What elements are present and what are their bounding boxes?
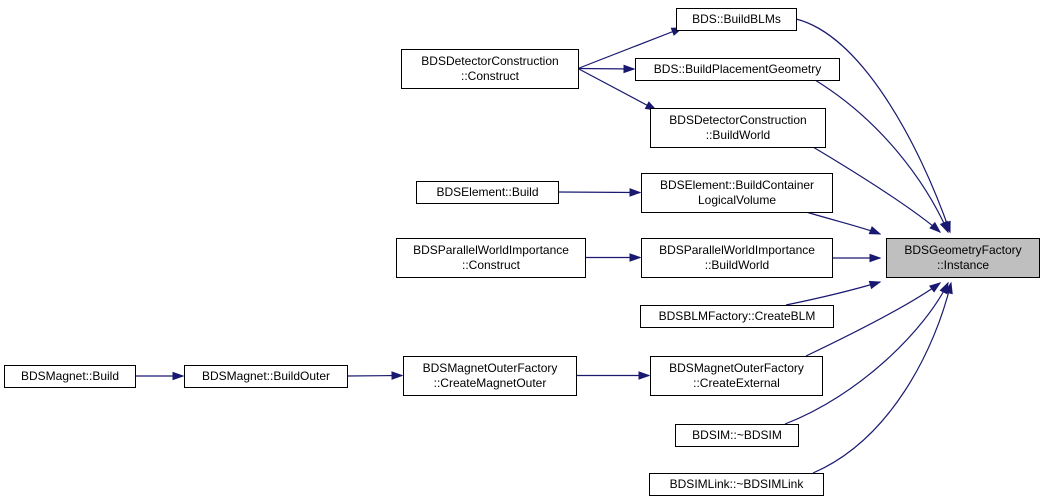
edge-line — [805, 211, 881, 235]
edge-line — [812, 282, 952, 474]
node-box — [640, 305, 834, 328]
node-box — [675, 424, 799, 447]
node-mof-createexternal[interactable]: BDSMagnetOuterFactory::CreateExternal — [650, 356, 823, 396]
node-pwi-buildworld[interactable]: BDSParallelWorldImportance::BuildWorld — [641, 238, 833, 278]
node-box — [416, 181, 559, 204]
node-label-line: BDSParallelWorldImportance — [413, 243, 569, 257]
node-label-line: ::BuildWorld — [706, 128, 770, 142]
node-box — [635, 58, 840, 81]
node-label-line: BDS::BuildPlacementGeometry — [654, 62, 821, 76]
edge-mof_createexternal-to-target — [805, 282, 942, 357]
arrowhead — [868, 226, 882, 235]
arrowhead — [944, 281, 953, 295]
arrowhead — [638, 371, 651, 380]
node-label-line: BDSIMLink::~BDSIMLink — [670, 477, 805, 491]
node-target[interactable]: BDSGeometryFactory::Instance — [886, 238, 1040, 278]
node-label-line: LogicalVolume — [698, 193, 776, 207]
node-label-line: ::CreateMagnetOuter — [434, 376, 547, 390]
edge-magnet_build-to-magnet_buildouter — [135, 371, 185, 381]
edge-line — [812, 146, 941, 233]
node-build-blms[interactable]: BDS::BuildBLMs — [676, 8, 797, 31]
node-blm-create[interactable]: BDSBLMFactory::CreateBLM — [640, 305, 834, 328]
arrowhead — [623, 64, 636, 74]
node-label-line: BDSGeometryFactory — [904, 243, 1021, 257]
node-box — [886, 238, 1040, 278]
edge-bdsim_dtor-to-target — [784, 281, 949, 425]
node-label-line: BDSIM::~BDSIM — [692, 428, 782, 442]
node-label-line: BDSMagnet::Build — [21, 369, 119, 383]
arrowhead — [928, 282, 942, 293]
node-detector-construct[interactable]: BDSDetectorConstruction::Construct — [401, 49, 579, 89]
edge-line — [785, 281, 881, 306]
node-label-line: BDSParallelWorldImportance — [659, 243, 815, 257]
arrowhead — [929, 221, 942, 233]
arrowhead — [391, 371, 404, 380]
edge-line — [577, 27, 683, 70]
edge-bdsimlink_dtor-to-target — [812, 281, 953, 474]
node-label-line: BDSDetectorConstruction — [669, 113, 806, 127]
node-magnet-buildouter[interactable]: BDSMagnet::BuildOuter — [184, 365, 348, 388]
node-magnet-build[interactable]: BDSMagnet::Build — [4, 365, 136, 388]
node-box — [641, 238, 833, 278]
node-label-line: ::Instance — [937, 258, 989, 272]
node-box — [649, 473, 824, 496]
edge-line — [784, 282, 949, 425]
edge-pwi_construct-to-pwi_buildworld — [585, 253, 642, 262]
node-label-line: BDSMagnet::BuildOuter — [202, 369, 330, 383]
node-box — [650, 356, 823, 396]
edge-line — [557, 191, 641, 194]
arrowhead — [629, 188, 642, 197]
node-detector-buildworld[interactable]: BDSDetectorConstruction::BuildWorld — [650, 108, 826, 148]
node-bdsim-dtor[interactable]: BDSIM::~BDSIM — [675, 424, 799, 447]
node-box — [676, 8, 797, 31]
edges-layer — [135, 18, 953, 474]
node-label-line: ::Construct — [461, 69, 520, 83]
node-box — [184, 365, 348, 388]
edge-line — [577, 67, 657, 111]
node-label-line: BDSElement::Build — [436, 185, 538, 199]
arrowhead — [868, 280, 882, 290]
arrowhead — [172, 371, 185, 381]
node-label-line: ::CreateExternal — [693, 376, 780, 390]
edge-line — [795, 18, 951, 233]
edge-detector_construct-to-build_placement — [577, 64, 636, 74]
node-element-build[interactable]: BDSElement::Build — [416, 181, 559, 204]
nodes-layer: BDSGeometryFactory::Instance BDS::BuildBL… — [4, 8, 1040, 496]
node-label-line: ::Construct — [462, 258, 521, 272]
node-box — [4, 365, 136, 388]
arrowhead — [869, 253, 882, 263]
node-box — [401, 49, 579, 89]
edge-element_buildcontainer-to-target — [805, 211, 882, 235]
node-build-placement[interactable]: BDS::BuildPlacementGeometry — [635, 58, 840, 81]
edge-magnet_buildouter-to-mof_createmagnetouter — [346, 371, 404, 380]
node-label-line: BDSDetectorConstruction — [421, 54, 558, 68]
edge-blm_create-to-target — [785, 280, 882, 306]
edge-line — [805, 282, 941, 357]
edge-build_placement-to-target — [814, 79, 949, 234]
node-box — [641, 173, 833, 213]
node-bdsimlink-dtor[interactable]: BDSIMLink::~BDSIMLink — [649, 473, 824, 496]
node-box — [403, 356, 577, 396]
node-label-line: BDS::BuildBLMs — [692, 12, 781, 26]
edge-element_build-to-element_buildcontainer — [557, 188, 642, 197]
node-mof-createmagnetouter[interactable]: BDSMagnetOuterFactory::CreateMagnetOuter — [403, 356, 577, 396]
arrowhead — [939, 220, 949, 234]
node-label-line: BDSMagnetOuterFactory — [423, 361, 558, 375]
node-pwi-construct[interactable]: BDSParallelWorldImportance::Construct — [396, 238, 586, 278]
node-box — [396, 238, 586, 278]
edge-detector_buildworld-to-target — [812, 146, 942, 233]
edge-pwi_buildworld-to-target — [832, 253, 882, 263]
node-box — [650, 108, 826, 148]
node-label-line: ::BuildWorld — [705, 258, 769, 272]
node-label-line: BDSBLMFactory::CreateBLM — [659, 309, 816, 323]
arrowhead — [629, 253, 642, 262]
node-label-line: BDSElement::BuildContainer — [660, 178, 814, 192]
edge-line — [814, 79, 949, 233]
edge-mof_createmagnetouter-to-mof_createexternal — [576, 371, 651, 380]
node-label-line: BDSMagnetOuterFactory — [669, 361, 804, 375]
